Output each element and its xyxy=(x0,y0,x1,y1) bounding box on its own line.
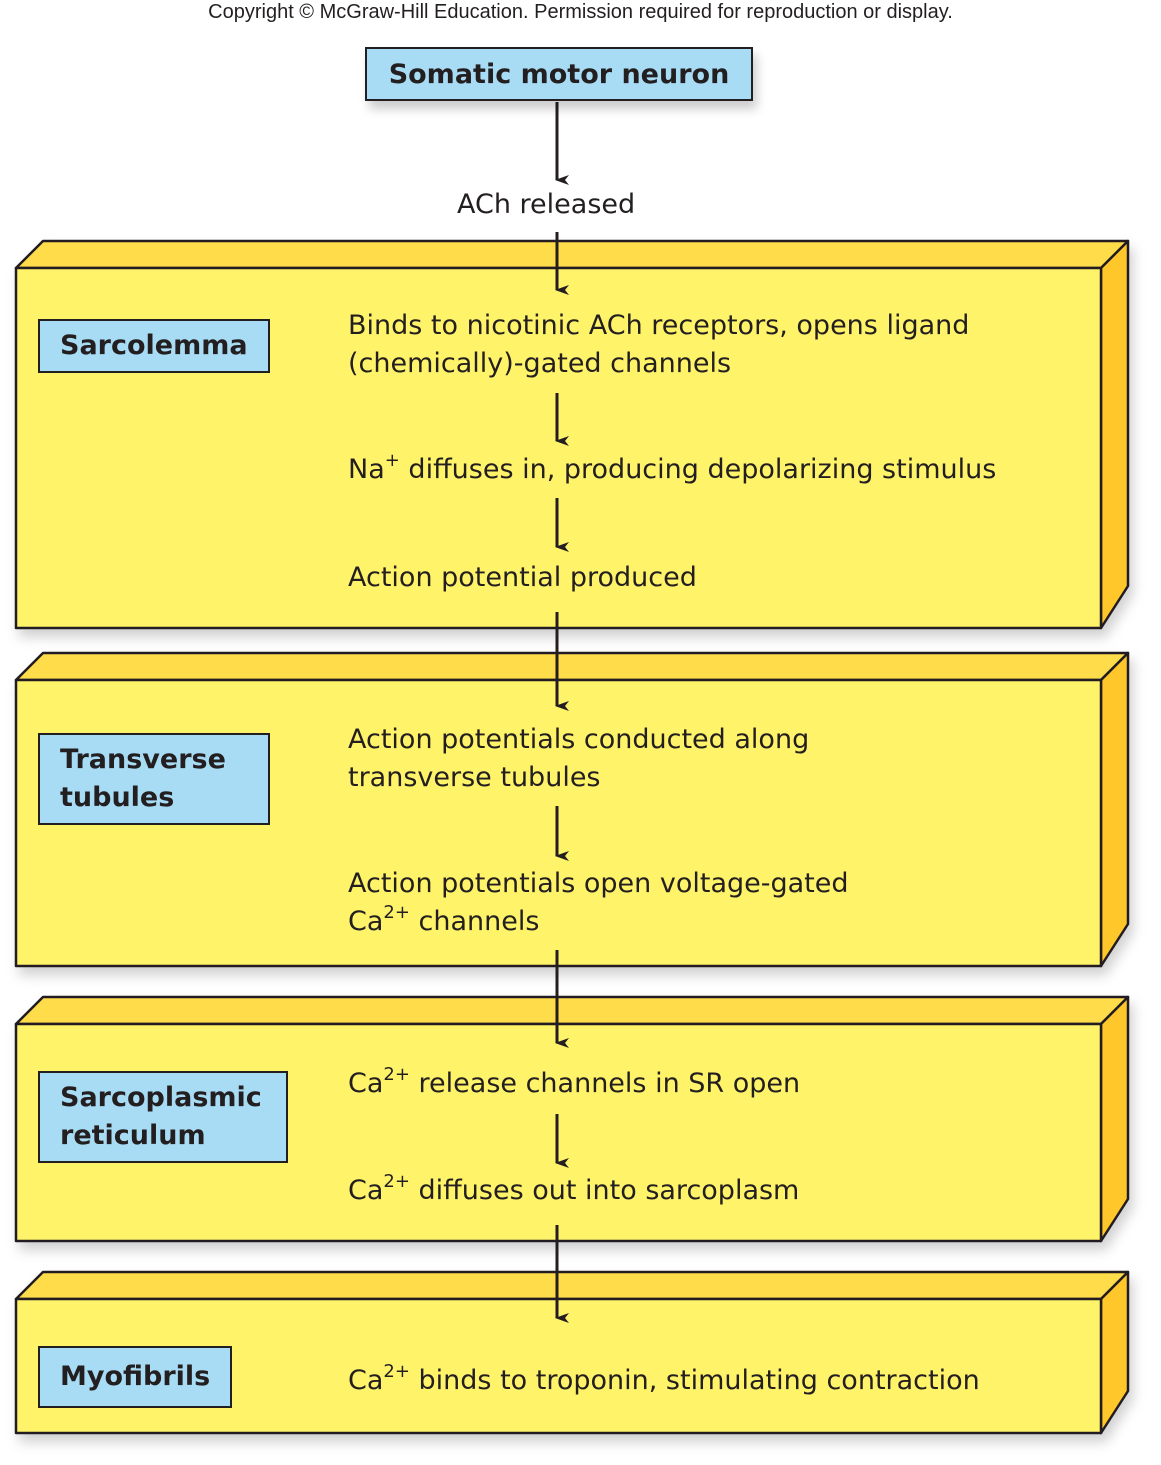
step-ap-conducted-line2: transverse tubules xyxy=(348,762,601,793)
sarcolemma-label: Sarcolemma xyxy=(38,319,270,373)
ion-charge: 2+ xyxy=(383,1064,410,1085)
ion-symbol: Ca xyxy=(348,1175,384,1206)
transverse-tubules-label: Transverse tubules xyxy=(38,733,270,825)
ion-symbol: Ca xyxy=(348,1068,384,1099)
sarcoplasmic-reticulum-label: Sarcoplasmic reticulum xyxy=(38,1071,288,1163)
box-top-face xyxy=(14,995,1130,1026)
ion-symbol: Ca xyxy=(348,1365,384,1396)
step-action-potential-produced: Action potential produced xyxy=(348,562,697,593)
myofibrils-label: Myofibrils xyxy=(38,1346,232,1408)
step-text: diffuses in, producing depolarizing stim… xyxy=(399,454,997,485)
ion-symbol: Na xyxy=(348,454,385,485)
ion-symbol: Ca xyxy=(348,906,384,937)
somatic-motor-neuron-node: Somatic motor neuron xyxy=(365,47,753,101)
label-line: Transverse xyxy=(60,744,226,775)
label-line: reticulum xyxy=(60,1120,206,1151)
box-side-face xyxy=(1099,1270,1130,1435)
step-text: binds to troponin, stimulating contracti… xyxy=(409,1365,980,1396)
box-side-face xyxy=(1099,995,1130,1243)
step-ca-diffuses-out: Ca2+ diffuses out into sarcoplasm xyxy=(348,1172,799,1210)
ion-charge: 2+ xyxy=(383,1361,410,1382)
box-side-face xyxy=(1099,239,1130,630)
ion-charge: + xyxy=(384,450,400,471)
box-top-face xyxy=(14,1270,1130,1301)
step-text: channels xyxy=(409,906,540,937)
myofibrils-box xyxy=(14,1270,1130,1435)
step-ap-open-channels-line2: Ca2+ channels xyxy=(348,903,539,941)
step-ca-release-channels: Ca2+ release channels in SR open xyxy=(348,1065,800,1103)
step-ap-conducted-line1: Action potentials conducted along xyxy=(348,724,810,755)
step-ca-binds-troponin: Ca2+ binds to troponin, stimulating cont… xyxy=(348,1362,980,1400)
box-top-face xyxy=(14,651,1130,682)
box-front-face xyxy=(14,266,1103,630)
step-ap-open-channels-line1: Action potentials open voltage-gated xyxy=(348,868,849,899)
step-na-diffuses: Na+ diffuses in, producing depolarizing … xyxy=(348,451,996,489)
label-line: Sarcoplasmic xyxy=(60,1082,262,1113)
step-text: release channels in SR open xyxy=(409,1068,801,1099)
step-text: diffuses out into sarcoplasm xyxy=(409,1175,800,1206)
transverse-tubules-box xyxy=(14,651,1130,968)
box-front-face xyxy=(14,1297,1103,1435)
sarcolemma-box xyxy=(14,239,1130,630)
ach-released-text: ACh released xyxy=(457,189,636,220)
label-line: tubules xyxy=(60,782,175,813)
step-binds-receptors-line2: (chemically)-gated channels xyxy=(348,348,732,379)
copyright-notice: Copyright © McGraw-Hill Education. Permi… xyxy=(208,1,953,23)
ion-charge: 2+ xyxy=(383,902,410,923)
ion-charge: 2+ xyxy=(383,1171,410,1192)
step-binds-receptors-line1: Binds to nicotinic ACh receptors, opens … xyxy=(348,310,970,341)
box-top-face xyxy=(14,239,1130,270)
box-side-face xyxy=(1099,651,1130,968)
